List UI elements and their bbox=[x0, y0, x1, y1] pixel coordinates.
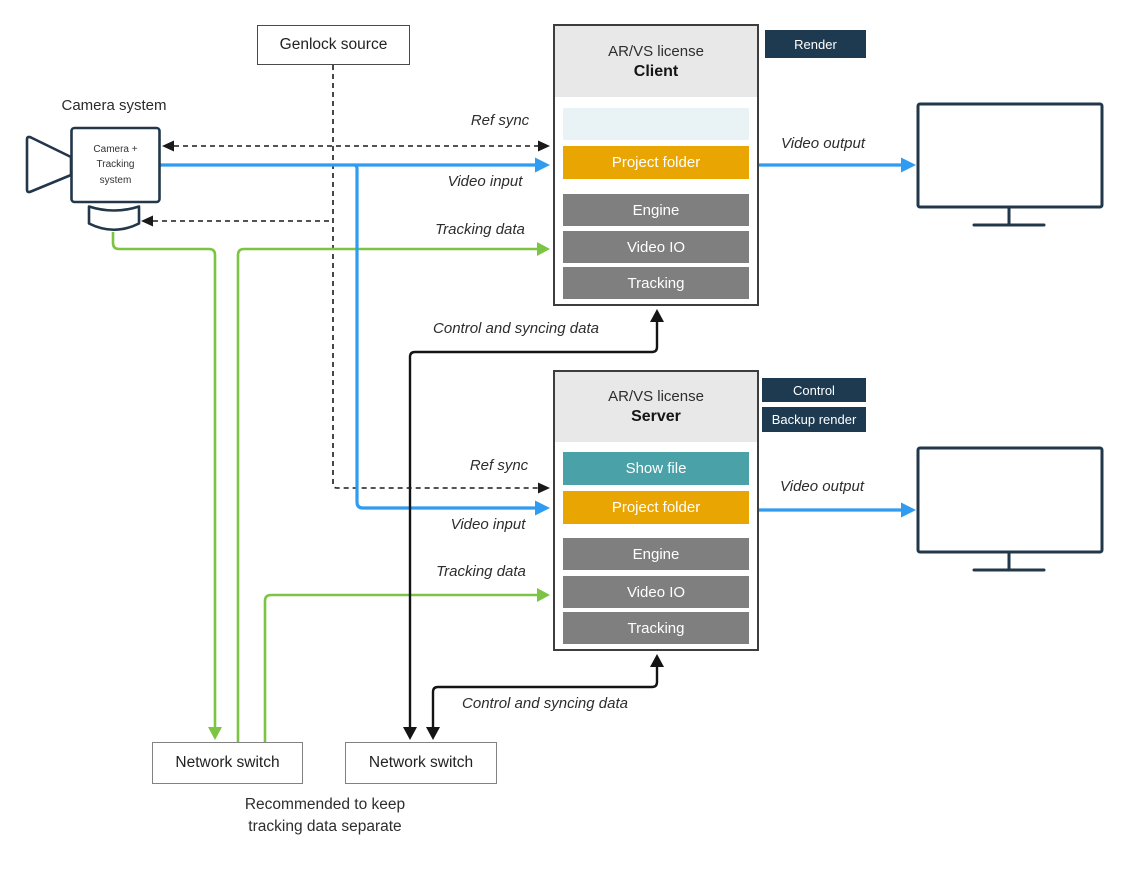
control-line-server bbox=[431, 660, 659, 732]
edge-label-video-input-client: Video input bbox=[447, 173, 523, 190]
client-name: Client bbox=[633, 62, 679, 80]
ref-sync-line-genlock-server bbox=[332, 65, 543, 489]
server-slot-project-folder: Project folder bbox=[563, 491, 749, 524]
control-arrow-client bbox=[650, 309, 664, 322]
tracking-arrow-client bbox=[537, 242, 550, 256]
server-header: AR/VS license Server bbox=[555, 372, 757, 442]
video-input-arrow-server bbox=[535, 500, 550, 516]
camera-lens-shape bbox=[25, 135, 73, 194]
note-text: Recommended to keep tracking data separa… bbox=[244, 796, 406, 835]
edge-label-video-output-client: Video output bbox=[781, 135, 865, 152]
server-title: AR/VS license bbox=[608, 388, 704, 405]
control-arrow-server bbox=[650, 654, 664, 667]
tracking-line-switch-client bbox=[236, 247, 542, 742]
client-slot-tracking: Tracking bbox=[563, 267, 749, 299]
tracking-arrow-switch bbox=[208, 727, 222, 740]
ref-sync-arrow-camera bbox=[162, 140, 174, 152]
tracking-line-switch-server bbox=[263, 593, 542, 742]
camera-icon bbox=[25, 126, 161, 232]
control-line-client bbox=[408, 316, 659, 732]
edge-label-ref-sync-server: Ref sync bbox=[469, 457, 529, 474]
monitor-icon-server bbox=[916, 446, 1104, 572]
tracking-arrow-server bbox=[537, 588, 550, 602]
network-switch-right-label: Network switch bbox=[368, 754, 474, 771]
server-slot-engine: Engine bbox=[563, 538, 749, 570]
camera-system-label: Camera system bbox=[61, 97, 167, 114]
monitor2-screen bbox=[916, 446, 1104, 554]
client-slot-empty bbox=[563, 108, 749, 140]
video-output-arrow-monitor2 bbox=[901, 502, 916, 518]
monitor1-screen bbox=[916, 102, 1104, 209]
client-slot-project-folder: Project folder bbox=[563, 146, 749, 179]
render-badge: Render bbox=[765, 30, 866, 58]
edge-label-ref-sync-client: Ref sync bbox=[470, 112, 530, 129]
server-slot-video-io: Video IO bbox=[563, 576, 749, 608]
server-slot-tracking: Tracking bbox=[563, 612, 749, 644]
video-output-arrow-monitor1 bbox=[901, 157, 916, 173]
server-name: Server bbox=[631, 408, 681, 425]
tracking-line-camera-switch bbox=[111, 232, 217, 730]
control-arrow-switch-1 bbox=[403, 727, 417, 740]
client-slot-video-io: Video IO bbox=[563, 231, 749, 263]
camera-body-shape bbox=[70, 126, 161, 204]
monitor2-stand bbox=[972, 550, 1046, 572]
edge-label-video-output-server: Video output bbox=[780, 478, 864, 495]
ref-sync-arrow-dish bbox=[141, 215, 153, 227]
control-arrow-switch-2 bbox=[426, 727, 440, 740]
genlock-source-box: Genlock source bbox=[257, 25, 410, 65]
ref-sync-arrow-client bbox=[538, 140, 550, 152]
edge-label-video-input-server: Video input bbox=[450, 516, 526, 533]
server-slot-show-file: Show file bbox=[563, 452, 749, 485]
client-slot-engine: Engine bbox=[563, 194, 749, 226]
client-box: AR/VS license Client Project folder Engi… bbox=[553, 24, 759, 306]
monitor-icon-client bbox=[916, 102, 1104, 227]
network-switch-box-left: Network switch bbox=[152, 742, 303, 784]
video-input-line-server bbox=[353, 163, 540, 510]
video-input-arrow-client bbox=[535, 157, 550, 173]
control-badge: Control bbox=[762, 378, 866, 402]
camera-body-label: Camera + Tracking system bbox=[93, 143, 138, 186]
backup-render-badge: Backup render bbox=[762, 407, 866, 432]
ref-sync-arrow-server bbox=[538, 482, 550, 494]
client-header: AR/VS license Client bbox=[555, 26, 757, 97]
server-box: AR/VS license Server Show file Project f… bbox=[553, 370, 759, 651]
client-title: AR/VS license bbox=[608, 42, 704, 60]
network-switch-box-right: Network switch bbox=[345, 742, 497, 784]
edge-label-control-client: Control and syncing data bbox=[433, 320, 599, 337]
camera-dish-shape bbox=[87, 205, 141, 232]
edge-label-tracking-data-client: Tracking data bbox=[435, 221, 525, 238]
edge-label-control-server: Control and syncing data bbox=[462, 695, 628, 712]
edge-label-tracking-data-server: Tracking data bbox=[436, 563, 526, 580]
network-switch-left-label: Network switch bbox=[175, 754, 280, 771]
monitor1-stand bbox=[972, 205, 1046, 227]
genlock-source-label: Genlock source bbox=[279, 36, 388, 53]
